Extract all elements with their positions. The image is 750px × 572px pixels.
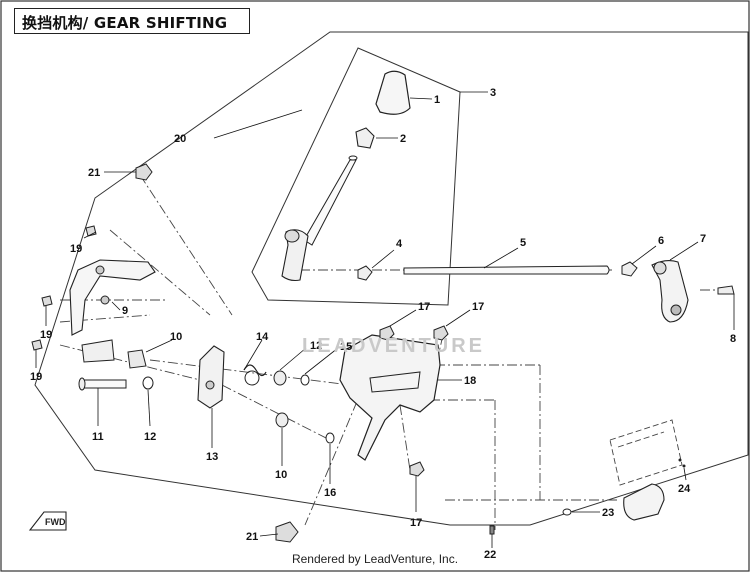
ball-joint-eye xyxy=(670,304,682,316)
callout-11: 11 xyxy=(92,431,104,443)
part-1-knob xyxy=(375,70,411,115)
part-21-clip-a xyxy=(135,163,153,181)
callout-15: 15 xyxy=(340,341,352,353)
callout-3: 3 xyxy=(490,87,496,99)
callout-9: 9 xyxy=(122,305,128,317)
part-16-washer xyxy=(325,432,335,444)
page-title: 换挡机构/ GEAR SHIFTING xyxy=(22,14,228,32)
callout-23: 23 xyxy=(602,507,614,519)
callout-17-bottom: 17 xyxy=(410,517,422,529)
ball-joint-socket xyxy=(653,261,667,275)
callout-12-upper: 12 xyxy=(310,340,322,352)
part-24-pin-b xyxy=(682,464,686,468)
part-2-nut xyxy=(355,127,375,149)
part-21-clip-b xyxy=(275,521,299,543)
watermark-text: LEADVENTURE xyxy=(302,335,486,357)
callout-2: 2 xyxy=(400,133,406,145)
bracket-hole-a xyxy=(95,265,105,275)
part-11-pin xyxy=(79,379,127,389)
part-8-bolt xyxy=(717,285,735,295)
lever-pivot xyxy=(284,229,300,243)
part-13-lever-plate xyxy=(197,345,225,409)
part-4-nut xyxy=(357,265,373,281)
part-12-washer-a xyxy=(142,376,154,390)
footer-credit: Rendered by LeadVenture, Inc. xyxy=(291,552,459,566)
part-17-bolt-a xyxy=(379,325,395,341)
part-24-pad xyxy=(623,483,665,521)
part-24-pin-a xyxy=(678,458,682,462)
part-10-bushing-a xyxy=(127,349,147,369)
callout-20: 20 xyxy=(174,133,186,145)
callout-labels: 1 2 3 4 5 6 7 8 9 10 10 11 12 12 13 14 1… xyxy=(30,87,736,561)
part-17-bolt-c xyxy=(409,461,425,477)
leader-lines xyxy=(35,91,735,548)
title-box xyxy=(14,8,250,34)
callout-10-lower: 10 xyxy=(275,469,287,481)
spring-coil xyxy=(244,370,260,386)
bracket-hole-b xyxy=(100,295,110,305)
part-18-shift-gate xyxy=(339,334,441,461)
group-outline-20 xyxy=(34,31,749,526)
shift-gate-slot xyxy=(369,371,421,393)
part-12-collar-b xyxy=(273,370,287,386)
callout-19-bottom: 19 xyxy=(30,371,42,383)
pin-head xyxy=(78,377,86,391)
callout-19-top: 19 xyxy=(70,243,82,255)
shift-lever-rod xyxy=(303,159,357,246)
callout-10-upper: 10 xyxy=(170,331,182,343)
callout-12-lower: 12 xyxy=(144,431,156,443)
callout-21-bottom: 21 xyxy=(246,531,258,543)
part-5-rod xyxy=(403,265,610,275)
callout-4: 4 xyxy=(396,238,403,250)
callout-22: 22 xyxy=(484,549,496,561)
part-19-screw-b xyxy=(41,295,53,307)
part-19-screw-c xyxy=(31,339,43,351)
callout-17-left: 17 xyxy=(418,301,430,313)
cover-outline-24 xyxy=(609,419,683,486)
callout-18: 18 xyxy=(464,375,476,387)
callout-21-top: 21 xyxy=(88,167,100,179)
lever-end-cap xyxy=(348,155,358,161)
fwd-badge-label: FWD xyxy=(45,517,66,527)
part-22-pin xyxy=(489,525,495,535)
pivot-shaft xyxy=(81,339,115,363)
callout-19-mid: 19 xyxy=(40,329,52,341)
part-17-bolt-b xyxy=(433,325,449,341)
part-15-washer xyxy=(300,374,310,386)
callout-5: 5 xyxy=(520,237,526,249)
callout-16: 16 xyxy=(324,487,336,499)
callout-8: 8 xyxy=(730,333,736,345)
part-10-bushing-b xyxy=(275,412,289,428)
callout-24: 24 xyxy=(678,483,691,495)
part-14-spring xyxy=(243,364,267,377)
part-23-washer xyxy=(562,508,572,516)
callout-7: 7 xyxy=(700,233,706,245)
lever-plate-hole xyxy=(205,380,215,390)
fwd-arrow-badge: FWD xyxy=(28,511,67,531)
part-6-nut xyxy=(621,261,638,277)
part-9-bracket xyxy=(69,259,156,336)
callout-13: 13 xyxy=(206,451,218,463)
callout-17-right: 17 xyxy=(472,301,484,313)
callout-6: 6 xyxy=(658,235,664,247)
callout-14: 14 xyxy=(256,331,269,343)
group-outline-3 xyxy=(251,47,461,306)
callout-1: 1 xyxy=(434,94,440,106)
